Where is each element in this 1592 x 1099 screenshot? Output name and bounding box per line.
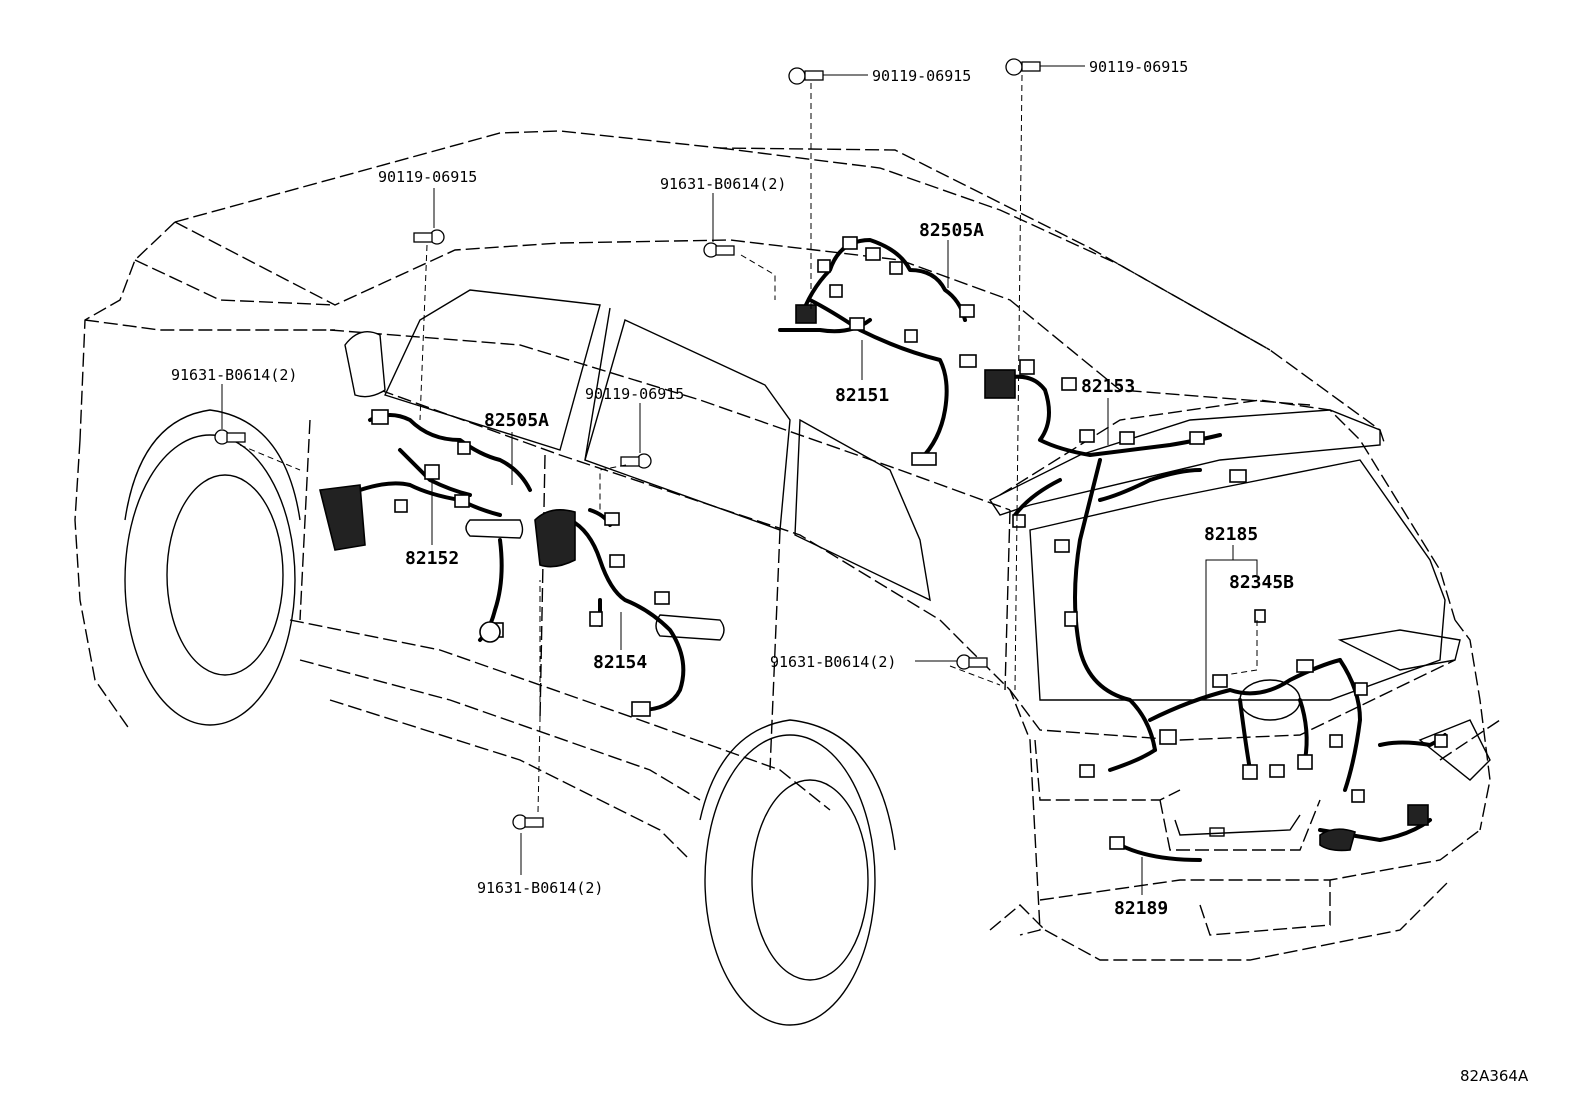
label-part-82152: 82152 [405,548,459,569]
label-bolt-top-right: 90119-06915 [1089,58,1188,76]
label-part-82345B: 82345B [1229,572,1294,593]
clip-left-icon [214,429,246,445]
clip-bottom-icon [512,814,544,830]
wire-harness-82185 [1079,609,1368,792]
bolt-mid-icon [620,453,652,469]
wire-harness-82152 [319,409,532,643]
bolt-top-center-icon [788,67,824,85]
label-bolt-mid: 90119-06915 [585,385,684,403]
clip-right-icon [956,654,988,670]
vehicle-body-outline [74,130,1501,961]
label-part-82189: 82189 [1114,898,1168,919]
part-labels: 90119-06915 90119-06915 90119-06915 9163… [171,58,1529,1085]
wire-harness-82189 [1109,733,1448,862]
label-clip-bottom: 91631-B0614(2) [477,879,603,897]
label-part-82505A-door: 82505A [484,410,549,431]
label-clip-roof: 91631-B0614(2) [660,175,786,193]
wire-harness-82153 [984,359,1247,752]
figure-reference: 82A364A [1460,1067,1529,1085]
bolt-left-icon [413,229,445,245]
label-clip-left: 91631-B0614(2) [171,366,297,384]
label-part-82185: 82185 [1204,524,1258,545]
bolt-top-right-icon [1005,58,1041,76]
fasteners [214,58,1041,830]
leader-lines [221,65,1258,895]
label-part-82153: 82153 [1081,376,1135,397]
label-bolt-left: 90119-06915 [378,168,477,186]
wire-harness-82505A-roof [778,236,977,466]
vehicle-solid-parts [124,289,1491,1026]
label-part-82154: 82154 [593,652,647,673]
clip-roof-icon [703,242,735,258]
wire-harness-82154 [534,508,686,717]
label-part-82151: 82151 [835,385,889,406]
label-clip-right: 91631-B0614(2) [770,653,896,671]
label-bolt-top-center: 90119-06915 [872,67,971,85]
label-part-82505A-roof: 82505A [919,220,984,241]
